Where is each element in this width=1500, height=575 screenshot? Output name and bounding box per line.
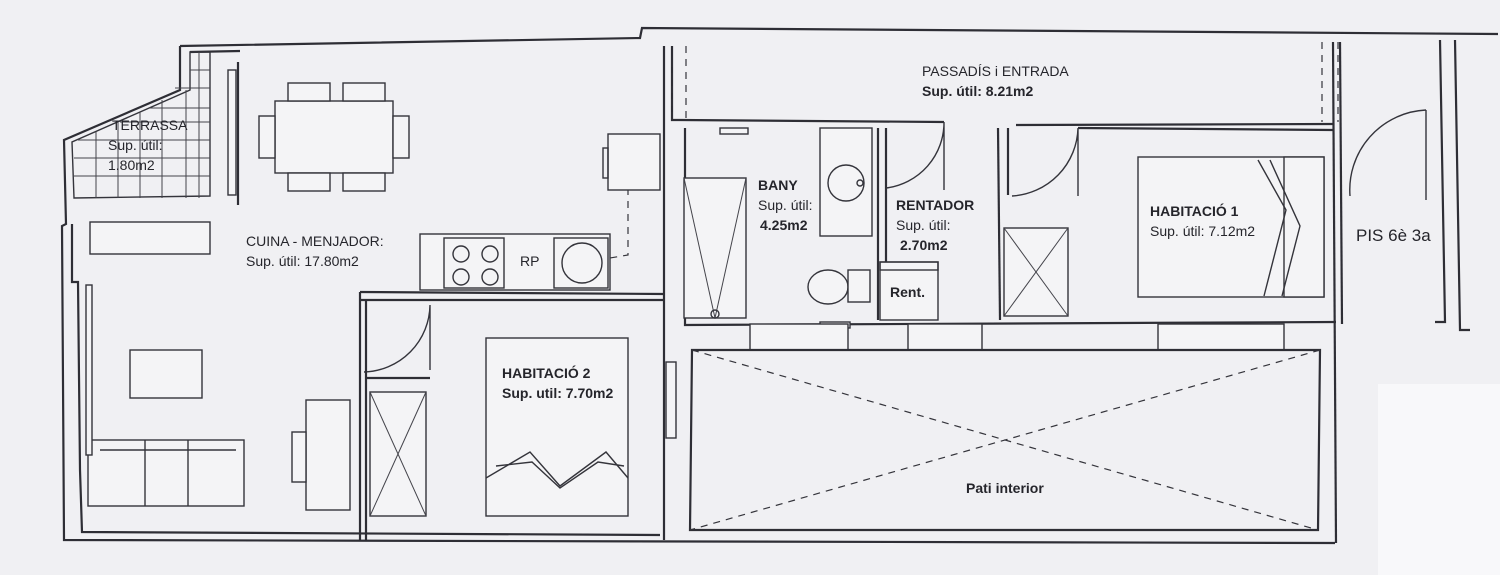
- rent-label: Rent.: [890, 284, 925, 300]
- neighbour-label: PIS 6è 3a: [1356, 226, 1431, 245]
- habitacio2-area: Sup. util: 7.70m2: [502, 385, 613, 401]
- rentador-area-label: Sup. útil:: [896, 217, 950, 233]
- room1-furniture: [1003, 156, 1325, 317]
- patio-windows: [749, 323, 1285, 351]
- pati-name: Pati interior: [966, 480, 1044, 496]
- paper-shadow-patch: [1378, 384, 1500, 575]
- rentador-name: RENTADOR: [896, 197, 974, 213]
- bany-area: 4.25m2: [760, 217, 808, 233]
- habitacio2-name: HABITACIÓ 2: [502, 364, 591, 381]
- rp-label: RP: [520, 253, 539, 269]
- bany-area-label: Sup. útil:: [758, 197, 812, 213]
- terrassa-area: 1.80m2: [108, 157, 155, 173]
- bathroom-fixtures: [683, 127, 873, 329]
- living-furniture: [85, 221, 245, 507]
- cuina-menjador-name: CUINA - MENJADOR:: [246, 233, 384, 249]
- laundry-fixtures: [879, 261, 939, 321]
- room2-furniture: [291, 337, 677, 517]
- terrassa-area-label: Sup. útil:: [108, 137, 162, 153]
- kitchen: [359, 133, 665, 302]
- terrassa-area: [71, 51, 240, 205]
- dining-set: [258, 82, 410, 192]
- room-labels: TERRASSA Sup. útil: 1.80m2 CUINA - MENJA…: [108, 63, 1431, 496]
- habitacio1-name: HABITACIÓ 1: [1150, 202, 1239, 219]
- passadis-area: Sup. útil: 8.21m2: [922, 83, 1033, 99]
- cuina-menjador-area: Sup. útil: 17.80m2: [246, 253, 359, 269]
- passadis-name: PASSADÍS i ENTRADA: [922, 63, 1069, 79]
- habitacio1-area: Sup. útil: 7.12m2: [1150, 223, 1255, 239]
- bany-name: BANY: [758, 177, 798, 193]
- patio: [688, 348, 1322, 532]
- terrassa-name: TERRASSA: [112, 117, 188, 133]
- outer-walls: [60, 26, 1499, 545]
- rentador-area: 2.70m2: [900, 237, 948, 253]
